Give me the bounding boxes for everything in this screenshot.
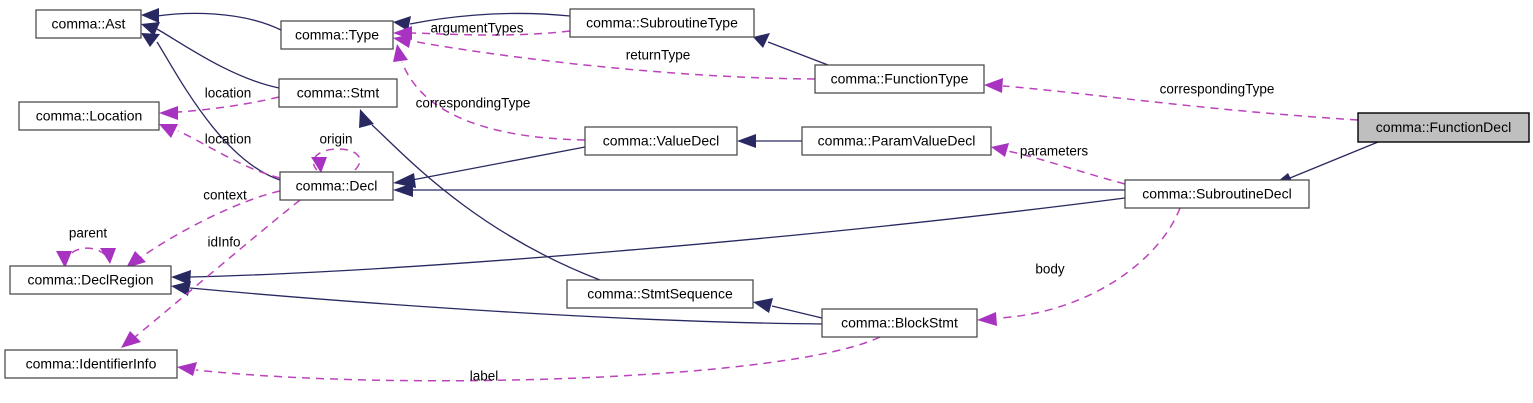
edge-decl-to-ast [156, 41, 281, 181]
node-comma-ast[interactable]: comma::Ast [35, 9, 142, 39]
edge-parameters [1007, 150, 1126, 185]
node-comma-valuedecl[interactable]: comma::ValueDecl [584, 126, 738, 156]
node-comma-functiontype[interactable]: comma::FunctionType [814, 64, 985, 94]
node-box-subroutinetype[interactable] [569, 8, 755, 38]
edge-label-return-type: returnType [626, 48, 691, 63]
arrowhead-decl-to-ast [141, 33, 160, 47]
edge-functiondecl-to-subroutinedecl [1289, 141, 1379, 179]
node-comma-decl[interactable]: comma::Decl [279, 171, 394, 201]
node-comma-declregion[interactable]: comma::DeclRegion [9, 265, 172, 295]
node-box-functiontype[interactable] [814, 64, 985, 94]
arrowhead-returntype [393, 34, 412, 48]
edge-correspondingtype-functiondecl [1002, 85, 1359, 121]
edge-label [195, 336, 881, 382]
node-comma-type[interactable]: comma::Type [280, 20, 394, 50]
node-comma-functiondecl[interactable]: comma::FunctionDecl [1357, 112, 1530, 143]
node-box-decl[interactable] [279, 171, 394, 201]
arrowhead-functiontype-to-subroutinetype [753, 33, 770, 48]
node-box-identifierinfo[interactable] [4, 349, 178, 379]
edge-location-decl [177, 130, 281, 179]
edge-type-to-ast [156, 12, 282, 31]
edge-label-body: body [1035, 262, 1065, 277]
node-comma-location[interactable]: comma::Location [18, 101, 160, 131]
edge-label-id-info: idInfo [207, 235, 240, 250]
arrowhead-paramvaluedecl-to-valuedecl [737, 134, 756, 148]
arrowhead-origin-selfloop [311, 157, 327, 173]
node-comma-identifierinfo[interactable]: comma::IdentifierInfo [4, 349, 178, 379]
arrowhead-blockstmt-to-declregion [171, 281, 191, 296]
edge-stmtsequence-to-stmt [371, 124, 601, 281]
arrowhead-subroutinetype-to-type [393, 16, 411, 31]
node-comma-subroutinetype[interactable]: comma::SubroutineType [569, 8, 755, 38]
edge-blockstmt-to-declregion [189, 287, 823, 325]
edge-label-context: context [203, 188, 247, 203]
node-box-blockstmt[interactable] [821, 308, 978, 338]
arrowhead-parameters [991, 143, 1009, 157]
node-box-declregion[interactable] [9, 265, 172, 295]
association-edges [56, 26, 1359, 382]
node-box-type[interactable] [280, 20, 394, 50]
arrowhead-idinfo [121, 331, 141, 348]
arrowhead-correspondingtype-functiondecl [984, 78, 1003, 93]
edge-context [139, 190, 281, 259]
arrowhead-stmt-to-ast [141, 22, 160, 36]
node-box-functiondecl[interactable] [1357, 112, 1530, 143]
edge-label-parent: parent [69, 226, 108, 241]
edge-label-origin: origin [319, 132, 352, 147]
edge-label-location-1: location [205, 86, 252, 101]
edge-location-stmt [177, 96, 280, 113]
node-box-ast[interactable] [35, 9, 142, 39]
arrowhead-parent-selfloop-end [100, 248, 116, 264]
arrowhead-subroutinedecl-to-declregion [171, 270, 191, 285]
edge-subroutinedecl-to-declregion [189, 197, 1126, 278]
node-comma-subroutinedecl[interactable]: comma::SubroutineDecl [1124, 179, 1310, 209]
edge-returntype [411, 40, 816, 80]
arrowhead-correspondingtype-valuedecl [393, 44, 408, 62]
node-box-subroutinedecl[interactable] [1124, 179, 1310, 209]
edge-blockstmt-to-stmtsequence [771, 305, 823, 319]
arrowhead-label [177, 362, 197, 376]
edge-subroutinetype-to-type [409, 12, 571, 25]
arrowhead-parent-selfloop [56, 251, 72, 268]
edge-functiontype-to-subroutinetype [767, 41, 829, 66]
arrowhead-stmtsequence-to-stmt [359, 109, 374, 128]
edge-origin-selfloop [312, 148, 361, 171]
node-box-paramvaluedecl[interactable] [801, 126, 992, 156]
edge-argumenttypes [411, 30, 571, 36]
node-box-valuedecl[interactable] [584, 126, 738, 156]
node-box-location[interactable] [18, 101, 160, 131]
node-comma-paramvaluedecl[interactable]: comma::ParamValueDecl [801, 126, 992, 156]
inheritance-edges [141, 8, 1379, 325]
arrowhead-context [126, 251, 146, 268]
edge-label-argument-types: argumentTypes [430, 21, 523, 36]
node-comma-stmt[interactable]: comma::Stmt [278, 78, 398, 108]
node-box-stmtsequence[interactable] [566, 279, 754, 309]
arrowhead-location-stmt [159, 106, 178, 120]
arrowhead-type-to-ast [141, 8, 159, 23]
arrowhead-body [977, 312, 997, 326]
edge-valuedecl-to-decl [411, 146, 586, 181]
edge-correspondingtype-valuedecl [401, 61, 586, 141]
edge-label-corresponding-type-2: correspondingType [1160, 82, 1275, 97]
node-comma-blockstmt[interactable]: comma::BlockStmt [821, 308, 978, 338]
node-box-stmt[interactable] [278, 78, 398, 108]
edge-stmt-to-ast [156, 28, 280, 89]
edge-body [999, 207, 1181, 319]
node-comma-stmtsequence[interactable]: comma::StmtSequence [566, 279, 754, 309]
arrowhead-location-decl [159, 124, 178, 138]
edge-parent-selfloop [63, 247, 109, 265]
arrowhead-subroutinedecl-to-decl [393, 183, 413, 197]
arrowhead-blockstmt-to-stmtsequence [753, 298, 773, 313]
